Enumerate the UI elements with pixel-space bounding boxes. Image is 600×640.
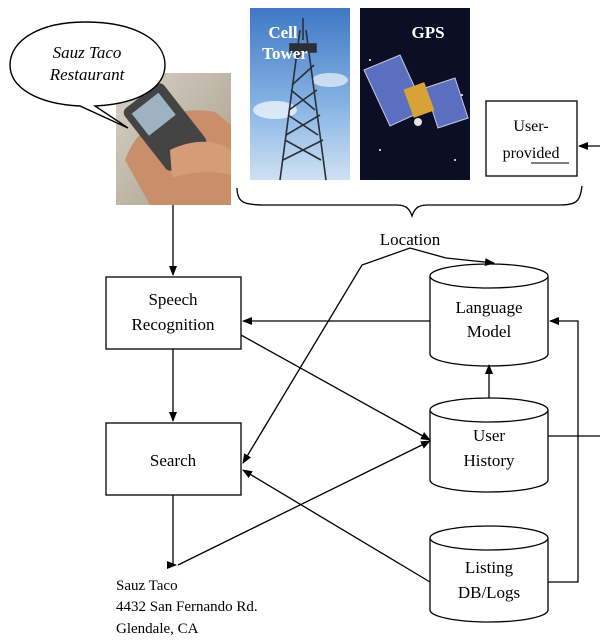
- arrow-listing-to-search: [242, 469, 431, 583]
- speech-bubble-line2: Restaurant: [49, 65, 126, 84]
- gps-satellite-photo: GPS: [360, 8, 470, 180]
- result-line3: Glendale, CA: [116, 621, 199, 637]
- user-history-line2: History: [464, 451, 516, 470]
- arrow-search-to-result: [167, 495, 177, 569]
- location-brace: [236, 185, 583, 219]
- arrow-speech-to-history: [240, 334, 431, 441]
- result-address: Sauz Taco 4432 San Fernando Rd. Glendale…: [116, 578, 258, 637]
- result-line1: Sauz Taco: [116, 578, 178, 594]
- listing-db-cylinder: Listing DB/Logs: [429, 525, 549, 623]
- speech-bubble: Sauz Taco Restaurant: [9, 21, 166, 129]
- language-model-line1: Language: [455, 298, 522, 317]
- language-model-line2: Model: [467, 322, 512, 341]
- tower-structure: [279, 18, 327, 181]
- speech-recognition-line2: Recognition: [131, 315, 215, 334]
- user-provided-box: User- provided: [485, 100, 578, 177]
- speech-bubble-line1: Sauz Taco: [53, 43, 122, 62]
- satellite-icon: [363, 54, 469, 129]
- listing-db-line2: DB/Logs: [458, 583, 520, 602]
- result-line2: 4432 San Fernando Rd.: [116, 599, 258, 615]
- search-label: Search: [150, 451, 197, 470]
- user-provided-line1: User-: [513, 118, 548, 135]
- user-provided-line2: provided: [503, 145, 560, 162]
- arrow-location-to-search: [242, 247, 447, 464]
- speech-recognition-box: Speech Recognition: [105, 276, 242, 350]
- user-history-line1: User: [473, 426, 505, 445]
- phone-photo: [116, 73, 231, 205]
- search-box: Search: [105, 422, 242, 496]
- speech-recognition-line1: Speech: [148, 290, 198, 309]
- connector-arrows: [167, 205, 600, 583]
- gps-label: GPS: [411, 23, 444, 42]
- arrow-result-to-history: [177, 440, 431, 566]
- user-history-cylinder: User History: [429, 397, 549, 493]
- cell-tower-label-line1: Cell: [268, 23, 298, 42]
- arrow-location-to-lm: [445, 257, 495, 267]
- cell-tower-label-line2: Tower: [262, 44, 308, 63]
- language-model-cylinder: Language Model: [429, 263, 549, 367]
- listing-db-line1: Listing: [465, 558, 514, 577]
- arrow-listing-to-lm: [548, 317, 579, 583]
- location-label: Location: [380, 230, 441, 249]
- cell-tower-photo: Cell Tower: [250, 8, 350, 181]
